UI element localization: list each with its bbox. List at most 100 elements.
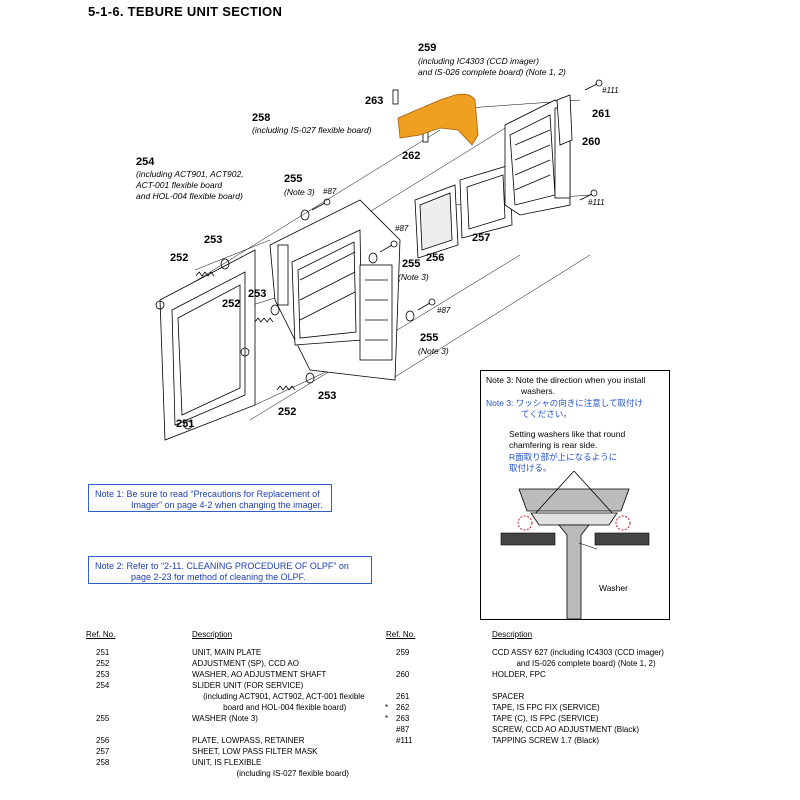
washer-diagram: [500, 471, 650, 619]
callout-87: #87: [323, 187, 337, 196]
table-row-desc: TAPE (C), IS FPC (SERVICE): [492, 714, 599, 723]
callout-251: 251: [176, 418, 195, 430]
callout-258-desc: (including IS-027 flexible board): [252, 125, 372, 135]
note-2: Note 2: Refer to “2-11. CLEANING PROCEDU…: [88, 556, 372, 584]
table-row-desc: and IS-026 complete board) (Note 1, 2): [492, 659, 656, 668]
callout-259: 259: [418, 42, 437, 54]
filter-mask-257: [459, 164, 513, 239]
callout-254-desc: (including ACT901, ACT902,: [136, 169, 244, 179]
table-row-ref: 260: [396, 670, 410, 679]
table-header-ref: Ref. No.: [386, 630, 416, 639]
table-row-desc: WASHER (Note 3): [192, 714, 258, 723]
table-row-mark: *: [385, 714, 389, 723]
table-row-ref: 256: [96, 736, 110, 745]
note-3-jp: Note 3: ワッシャの向きに注意して取付け: [486, 398, 644, 408]
callout-254-desc: and HOL-004 flexible board): [136, 191, 243, 201]
spring-252: [195, 271, 296, 391]
callout-259-desc: and IS-026 complete board) (Note 1, 2): [418, 67, 566, 77]
table-row-desc: PLATE, LOWPASS, RETAINER: [192, 736, 305, 745]
callout-263: 263: [365, 95, 384, 107]
table-row-ref: 257: [96, 747, 110, 756]
callout-255-note: (Note 3): [418, 346, 449, 356]
callout-255: 255: [420, 332, 439, 344]
flexible-board-258: [397, 93, 479, 146]
table-row-ref: 263: [396, 714, 410, 723]
table-row-mark: *: [385, 703, 389, 712]
table-row-ref: 261: [396, 692, 410, 701]
table-header-desc: Description: [492, 630, 533, 639]
table-row-ref: 255: [96, 714, 110, 723]
table-header-ref: Ref. No.: [86, 630, 116, 639]
table-row-desc: TAPE, IS FPC FIX (SERVICE): [492, 703, 600, 712]
table-row-ref: 259: [396, 648, 410, 657]
note-2-line: Note 2: Refer to “2-11. CLEANING PROCEDU…: [95, 561, 349, 571]
slider-unit-254: [269, 199, 401, 381]
table-row-desc: SLIDER UNIT (FOR SERVICE): [192, 681, 304, 690]
section-title: 5-1-6. TEBURE UNIT SECTION: [88, 4, 283, 19]
table-row-desc: ADJUSTMENT (SP), CCD AO: [192, 659, 299, 668]
note-3-setting: chamfering is rear side.: [509, 440, 598, 450]
callout-252: 252: [278, 406, 297, 418]
table-row-desc: SPACER: [492, 692, 525, 701]
table-row-desc: CCD ASSY 627 (including IC4303 (CCD imag…: [492, 648, 664, 657]
table-row-desc: UNIT, IS FLEXIBLE: [192, 758, 262, 767]
callout-254: 254: [136, 156, 155, 168]
table-row-ref: 252: [96, 659, 110, 668]
callout-252: 252: [170, 252, 189, 264]
table-row-ref: 253: [96, 670, 110, 679]
callout-111: #111: [602, 86, 619, 95]
note-3-setting: Setting washers like that round: [509, 429, 626, 439]
callout-258: 258: [252, 112, 271, 124]
washer-label: Washer: [599, 583, 628, 593]
note-3-en: washers.: [521, 386, 556, 396]
table-row-desc: SCREW, CCD AO ADJUSTMENT (Black): [492, 725, 639, 734]
table-row-desc: (including ACT901, ACT902, ACT-001 flexi…: [192, 692, 365, 701]
callout-87: #87: [395, 224, 409, 233]
lowpass-plate-256: [414, 184, 459, 259]
callout-87: #87: [437, 306, 451, 315]
callout-255-note: (Note 3): [398, 272, 429, 282]
note-1-line: Imager” on page 4-2 when changing the im…: [131, 500, 323, 510]
table-row-desc: (including IS-027 flexible board): [192, 769, 349, 778]
callout-252: 252: [222, 298, 241, 310]
callout-111: #111: [588, 198, 605, 207]
callout-256: 256: [426, 252, 445, 264]
callout-261: 261: [592, 108, 611, 120]
callout-259-desc: (including IC4303 (CCD imager): [418, 56, 539, 66]
callout-255: 255: [284, 173, 303, 185]
table-row-desc: board and HOL-004 flexible board): [192, 703, 347, 712]
screw-87: [311, 198, 436, 311]
note-3-setting-jp: 取付ける。: [509, 463, 552, 473]
tape-263: [392, 89, 399, 105]
table-row-desc: TAPPING SCREW 1.7 (Black): [492, 736, 599, 745]
note-1-line: Note 1: Be sure to read “Precautions for…: [95, 489, 320, 499]
table-row-desc: HOLDER, FPC: [492, 670, 546, 679]
callout-262: 262: [402, 150, 421, 162]
callout-255-note: (Note 3): [284, 187, 315, 197]
table-row-ref: 254: [96, 681, 110, 690]
note-3-en: Note 3: Note the direction when you inst…: [486, 375, 646, 385]
callout-260: 260: [582, 136, 601, 148]
callout-254-desc: ACT-001 flexible board: [136, 180, 223, 190]
table-header-desc: Description: [192, 630, 233, 639]
table-row-ref: #87: [396, 725, 410, 734]
note-3-setting-jp: R面取り部が上になるように: [509, 452, 618, 462]
note-2-line: page 2-23 for method of cleaning the OLP…: [131, 572, 306, 582]
note-3: Note 3: Note the direction when you inst…: [480, 370, 670, 620]
table-row-desc: WASHER, AO ADJUSTMENT SHAFT: [192, 670, 327, 679]
table-row-ref: #111: [396, 736, 413, 745]
main-plate-251: [155, 249, 256, 441]
table-row-ref: 262: [396, 703, 410, 712]
callout-257: 257: [472, 232, 491, 244]
spacer-261: [556, 94, 573, 146]
callout-253: 253: [318, 390, 337, 402]
table-row-desc: SHEET, LOW PASS FILTER MASK: [192, 747, 318, 756]
callout-253: 253: [248, 288, 267, 300]
note-3-jp: てください。: [521, 409, 572, 419]
callout-253: 253: [204, 234, 223, 246]
exploded-diagram: [155, 79, 603, 441]
table-row-ref: 251: [96, 648, 110, 657]
note-1: Note 1: Be sure to read “Precautions for…: [88, 484, 332, 512]
table-row-ref: 258: [96, 758, 110, 767]
table-row-desc: UNIT, MAIN PLATE: [192, 648, 262, 657]
